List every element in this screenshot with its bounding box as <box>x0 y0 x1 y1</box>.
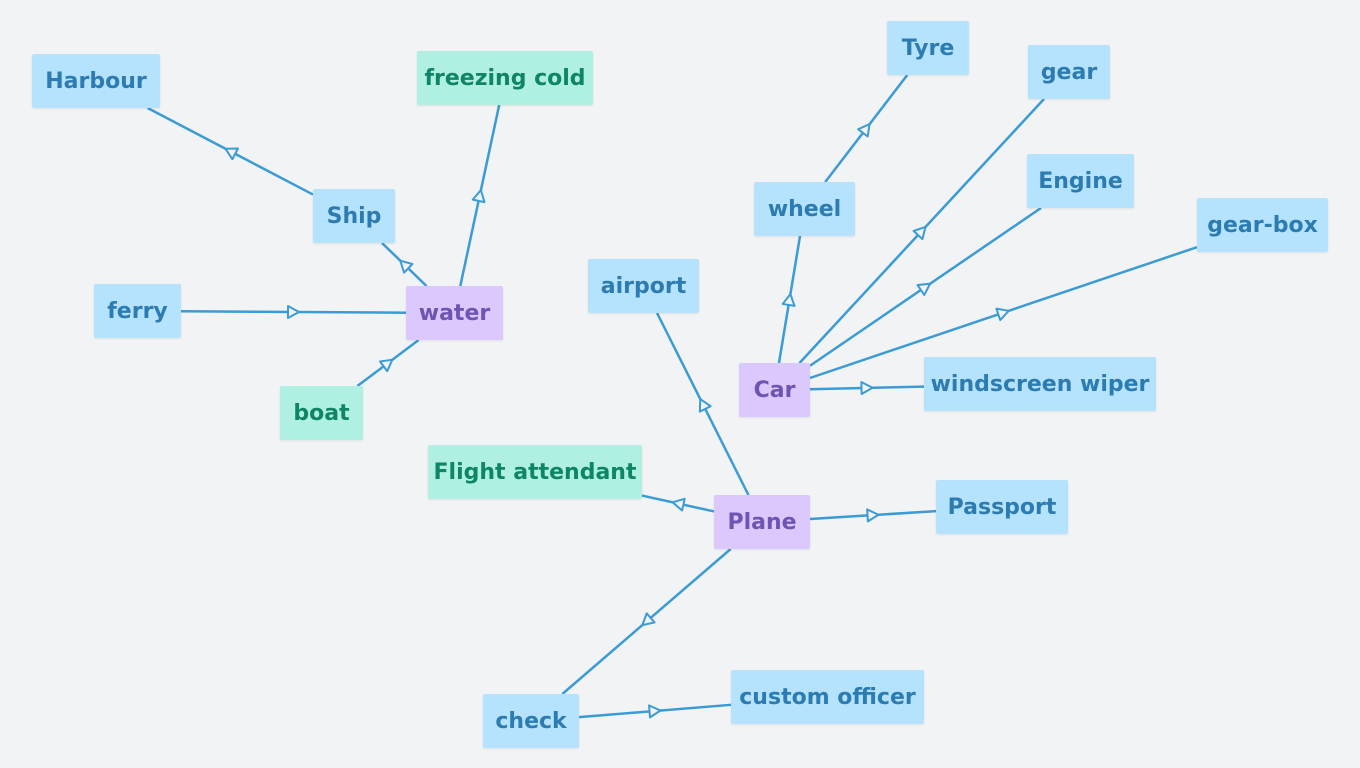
connector-ferry-to-water <box>180 304 407 319</box>
node-ferry[interactable]: ferry <box>94 284 181 338</box>
connector-wheel-to-tyre <box>824 74 909 183</box>
arrow-head-icon <box>641 612 656 627</box>
arrow-head-icon <box>671 497 686 512</box>
node-check[interactable]: check <box>483 694 579 748</box>
arrow-head-icon <box>378 358 394 373</box>
connector-ship-to-harbour <box>147 106 314 196</box>
node-harbour[interactable]: Harbour <box>32 54 160 108</box>
node-passport[interactable]: Passport <box>936 480 1068 534</box>
node-water[interactable]: water <box>406 286 503 340</box>
arrow-head-icon <box>698 398 712 413</box>
node-plane[interactable]: Plane <box>714 495 810 549</box>
node-freezing-cold[interactable]: freezing cold <box>417 51 593 105</box>
arrow-head-icon <box>866 508 880 523</box>
arrow-head-icon <box>857 123 871 138</box>
connector-car-to-engine <box>809 206 1042 367</box>
node-gear-box[interactable]: gear-box <box>1197 198 1328 252</box>
node-tyre[interactable]: Tyre <box>887 21 969 75</box>
connector-plane-to-airport <box>655 312 750 496</box>
node-boat[interactable]: boat <box>280 386 363 440</box>
node-airport[interactable]: airport <box>588 259 699 313</box>
arrow-head-icon <box>286 304 300 319</box>
connector-car-to-gear_box <box>809 245 1198 380</box>
connector-check-to-custom_officer <box>578 703 732 719</box>
arrow-head-icon <box>995 307 1010 322</box>
connector-plane-to-flight_attendant <box>641 494 715 513</box>
arrow-head-icon <box>648 704 662 719</box>
arrow-head-icon <box>781 293 796 307</box>
connector-boat-to-water <box>356 339 420 387</box>
node-custom-officer[interactable]: custom officer <box>731 670 924 724</box>
node-engine[interactable]: Engine <box>1027 154 1134 208</box>
arrow-head-icon <box>224 147 239 161</box>
arrow-head-icon <box>399 259 414 274</box>
node-wheel[interactable]: wheel <box>754 182 855 236</box>
arrow-head-icon <box>860 381 874 396</box>
connector-car-to-windscreen_wiper <box>809 381 925 396</box>
arrow-head-icon <box>912 225 927 241</box>
arrow-head-icon <box>471 189 486 204</box>
connector-plane-to-passport <box>809 508 937 523</box>
connector-car-to-gear <box>798 98 1045 364</box>
connector-water-to-freezing_cold <box>459 104 501 287</box>
node-ship[interactable]: Ship <box>313 189 395 243</box>
node-windscreen-wiper[interactable]: windscreen wiper <box>924 357 1156 411</box>
node-flight-attendant[interactable]: Flight attendant <box>428 445 642 499</box>
arrow-head-icon <box>916 282 932 296</box>
node-gear[interactable]: gear <box>1028 45 1110 99</box>
connector-car-to-wheel <box>777 235 802 364</box>
connector-plane-to-check <box>561 548 732 695</box>
node-car[interactable]: Car <box>739 363 810 417</box>
connector-water-to-ship <box>381 242 428 287</box>
